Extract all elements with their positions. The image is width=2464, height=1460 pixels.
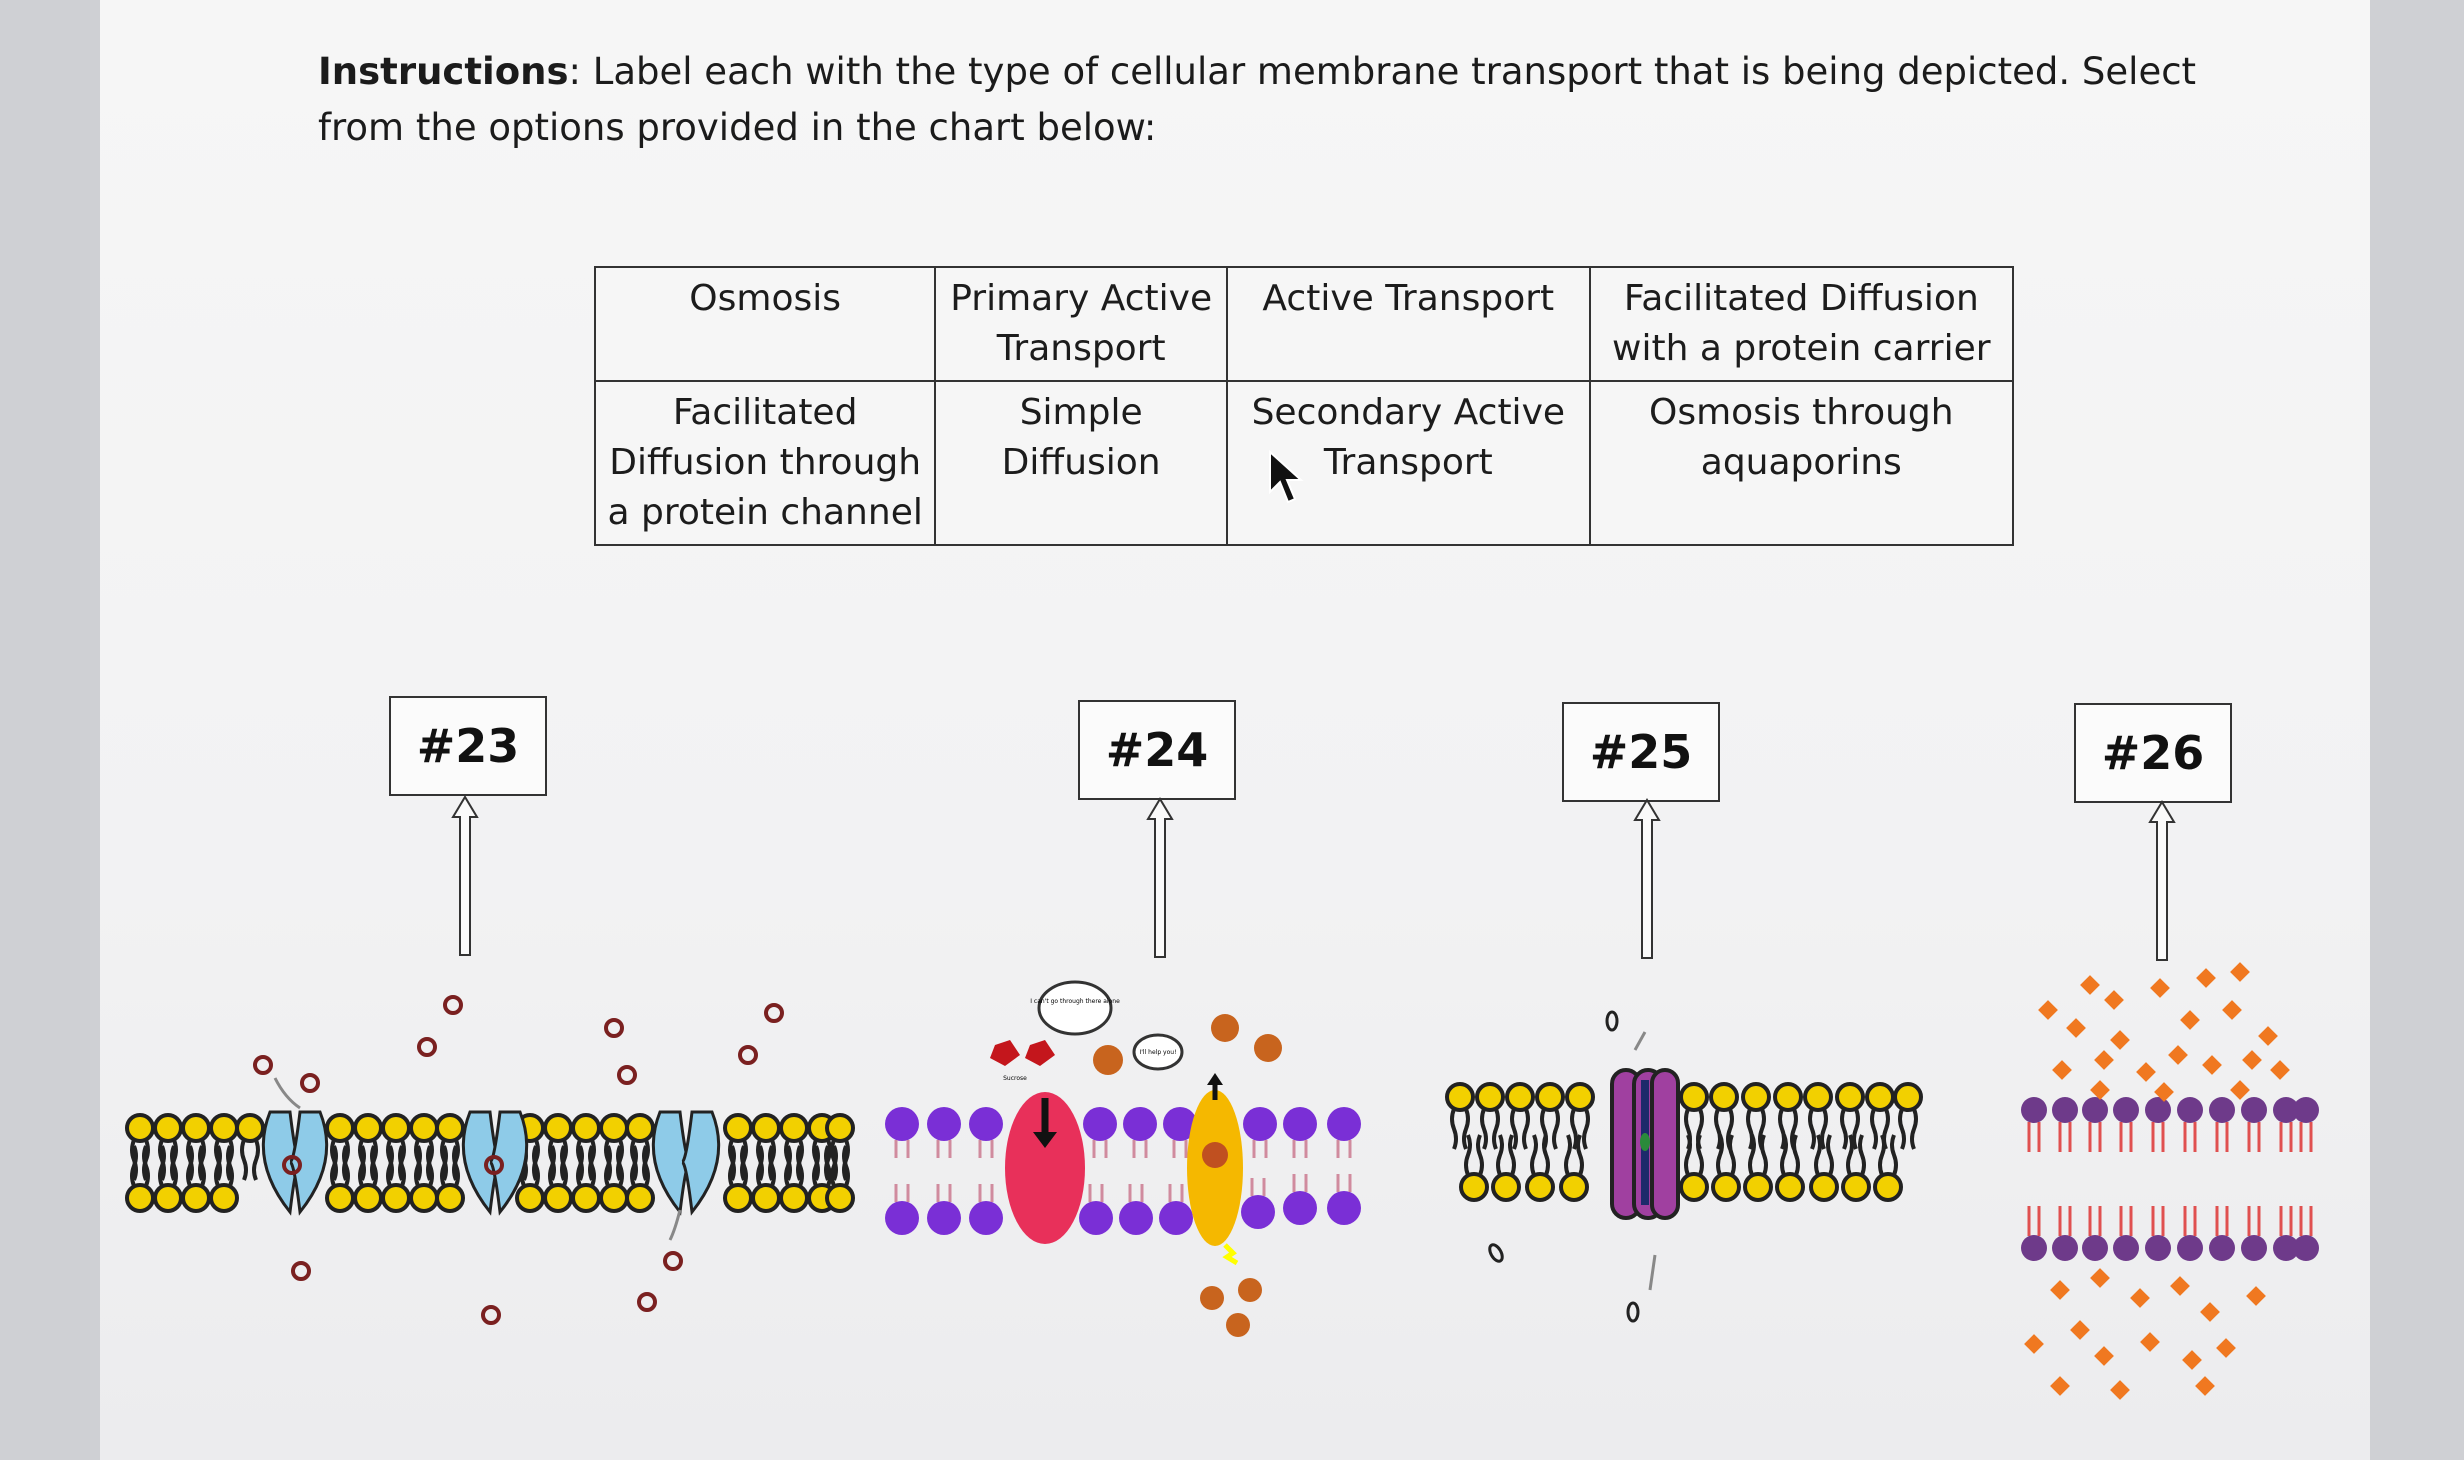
option-cell: Simple Diffusion [934, 380, 1228, 546]
instructions-text: Instructions: Label each with the type o… [318, 44, 2218, 156]
option-cell: Facilitated Diffusion with a protein car… [1588, 266, 2015, 382]
membrane-26 [2019, 962, 2321, 1400]
molecule-label: Sucrose [1003, 1075, 1027, 1082]
aquaporin-icon [1610, 1068, 1680, 1220]
label-box-23: #23 [389, 696, 547, 796]
option-cell: Facilitated Diffusion through a protein … [593, 380, 937, 546]
option-cell: Osmosis [593, 266, 937, 382]
up-arrow-icon [1633, 798, 1661, 959]
mouse-cursor-icon [1269, 450, 1304, 504]
label-box-24: #24 [1078, 700, 1236, 800]
table-row: Facilitated Diffusion through a protein … [593, 380, 2015, 546]
option-cell: Osmosis through aquaporins [1588, 380, 2015, 546]
bubble-text-2: I'll help you! [1140, 1049, 1177, 1056]
channel-protein-icon [261, 1110, 721, 1216]
pump-protein-icon [1005, 1092, 1085, 1244]
label-box-25: #25 [1562, 702, 1720, 802]
speech-bubble [1037, 980, 1113, 1036]
speech-bubble [1132, 1033, 1184, 1071]
options-table: Osmosis Primary Active Transport Active … [593, 266, 2015, 546]
table-row: Osmosis Primary Active Transport Active … [593, 266, 2015, 382]
up-arrow-icon [2148, 800, 2176, 961]
instructions-prefix: Instructions [318, 50, 569, 93]
up-arrow-icon [451, 795, 479, 956]
bubble-text-1: I can't go through there alone [1030, 998, 1120, 1005]
instructions-body: : Label each with the type of cellular m… [318, 50, 2197, 149]
membrane-23 [125, 995, 855, 1325]
label-box-26: #26 [2074, 703, 2232, 803]
option-cell: Secondary Active Transport [1226, 380, 1591, 546]
up-arrow-icon [1146, 797, 1174, 958]
option-cell: Active Transport [1226, 266, 1591, 382]
membrane-25 [1445, 1010, 1923, 1323]
option-cell: Primary Active Transport [934, 266, 1228, 382]
membrane-24: I can't go through there alone I'll help… [883, 980, 1363, 1337]
